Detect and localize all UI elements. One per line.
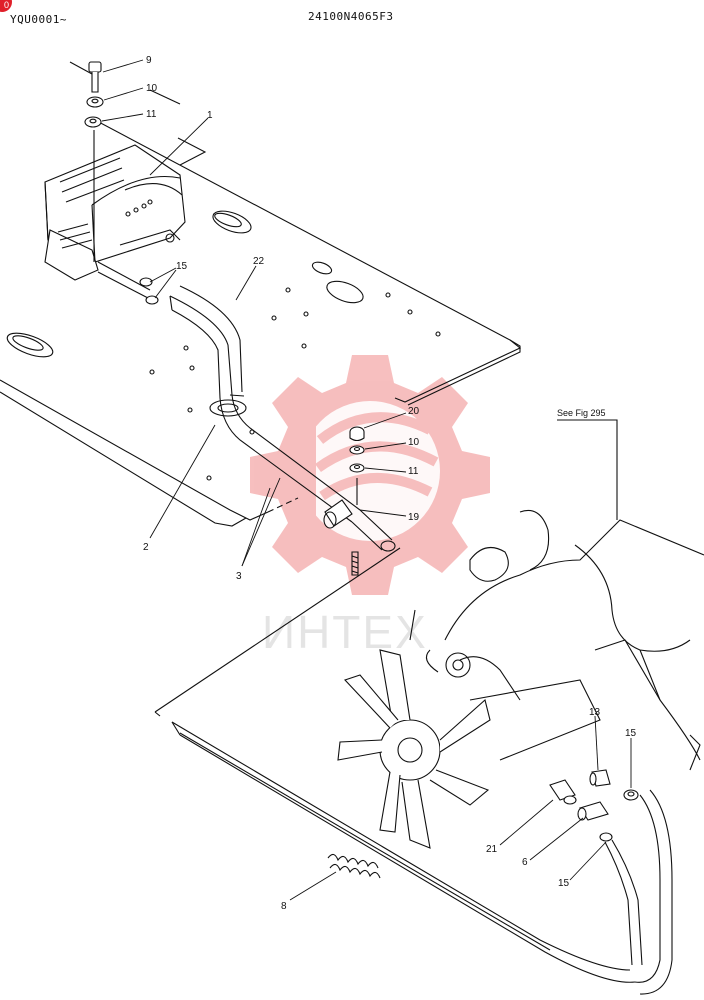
- callout-10-top: 10: [146, 83, 158, 94]
- callout-15-bottom: 15: [558, 878, 570, 889]
- callout-19: 19: [408, 512, 420, 523]
- upper-hoses: [154, 285, 401, 717]
- callout-6: 6: [522, 857, 528, 868]
- floor-plate: [0, 89, 522, 527]
- watermark-bar: [300, 418, 316, 518]
- callout-22: 22: [253, 256, 265, 267]
- callout-2: 2: [143, 542, 149, 553]
- callout-20: 20: [408, 406, 420, 417]
- callout-11-top: 11: [146, 109, 157, 120]
- callout-11-mid: 11: [408, 466, 419, 477]
- callout-13: 13: [589, 707, 601, 718]
- nut-washer-stack-mid: [349, 426, 365, 505]
- corner-badge: 0: [0, 0, 12, 12]
- callout-10-mid: 10: [408, 437, 420, 448]
- watermark-logo: ИНТЕХ: [250, 355, 490, 658]
- hose-fittings: [549, 769, 639, 842]
- drawing-number: 24100N4065F3: [308, 10, 394, 23]
- engine-assembly: [337, 419, 704, 849]
- doc-code: YQU0001~: [10, 13, 67, 26]
- callout-3: 3: [236, 571, 242, 582]
- callout-15-right: 15: [625, 728, 637, 739]
- bolt-washer-stack-top: [69, 61, 104, 262]
- watermark-text: ИНТЕХ: [262, 606, 428, 658]
- callout-9: 9: [146, 55, 152, 66]
- heater-unit: [44, 144, 186, 299]
- callout-8: 8: [281, 901, 287, 912]
- callout-15-heater: 15: [176, 261, 188, 272]
- callout-21: 21: [486, 844, 498, 855]
- callout-1: 1: [207, 110, 213, 121]
- leader-lines: [101, 59, 632, 901]
- lower-hoses: [171, 721, 673, 995]
- hose-clamps-15a: [139, 277, 159, 305]
- spring-clip: [327, 853, 381, 879]
- reference-note: See Fig 295: [557, 408, 606, 418]
